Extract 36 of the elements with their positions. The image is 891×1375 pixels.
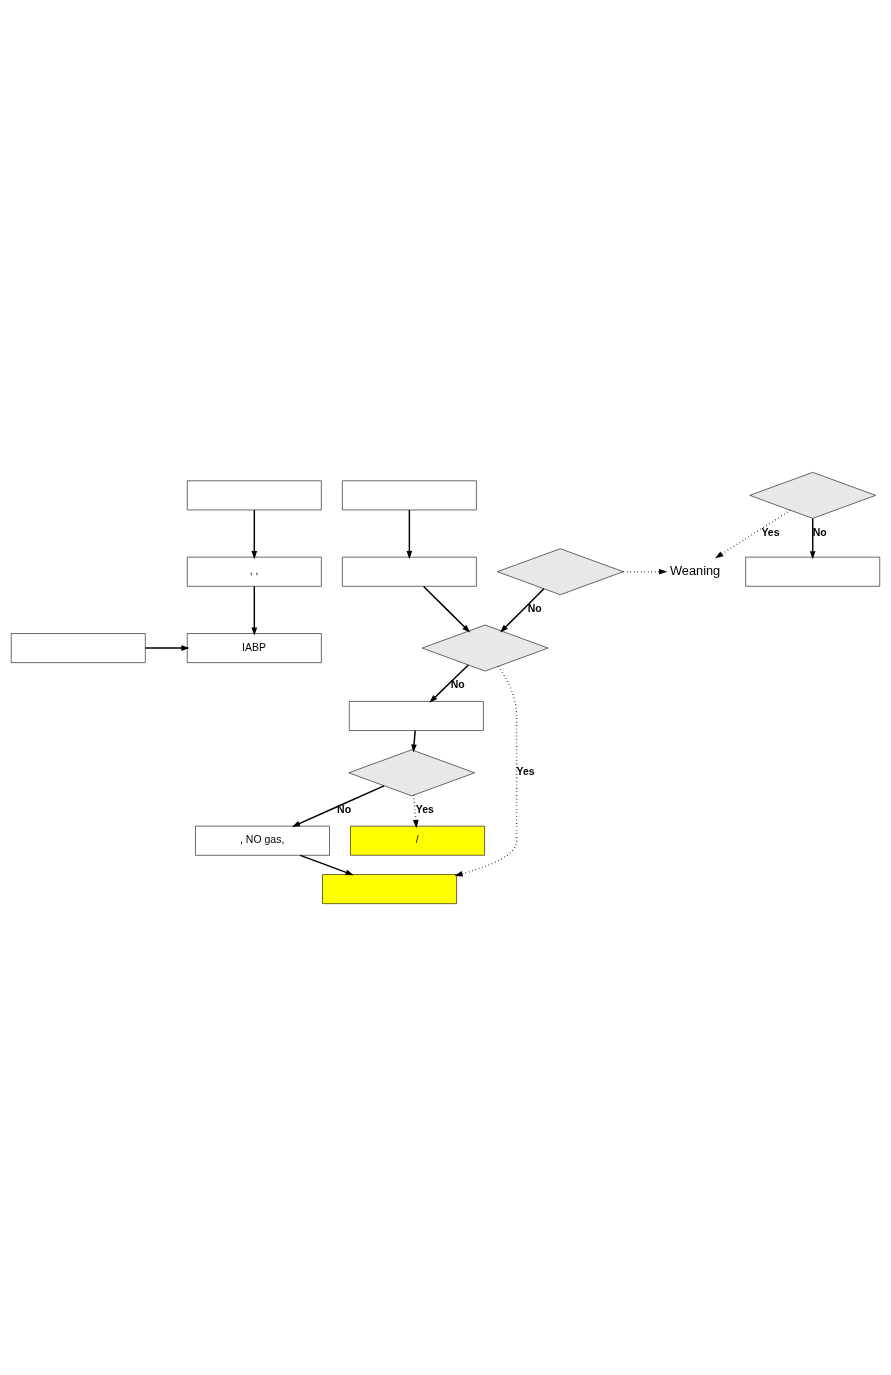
- arrow: [500, 587, 545, 633]
- node-diamond: [749, 471, 876, 519]
- edge-label: No: [812, 526, 827, 538]
- node-text: Weaning: [669, 562, 721, 578]
- node-diamond: [348, 749, 475, 796]
- node-box: [10, 632, 146, 663]
- node-box: [745, 556, 881, 587]
- edge-label: No: [527, 602, 542, 614]
- node-box: [349, 700, 484, 731]
- edge-label: Yes: [761, 526, 780, 538]
- arrow: [299, 854, 354, 875]
- arrow: [412, 794, 419, 828]
- arrow: [422, 585, 471, 633]
- arrow: [406, 508, 413, 559]
- arrow: [429, 663, 470, 703]
- node-diamond: [497, 547, 624, 595]
- edge-label: Yes: [415, 803, 434, 815]
- arrow: [454, 665, 518, 876]
- arrow: [291, 784, 385, 827]
- node-box: , NO gas,: [195, 825, 330, 856]
- edge-label: No: [450, 678, 465, 690]
- arrow: [411, 729, 417, 753]
- edge-label: Yes: [516, 765, 535, 777]
- arrow: [144, 644, 190, 651]
- node-box: [187, 480, 322, 510]
- node-box: IABP: [187, 632, 322, 663]
- node-box: /: [350, 825, 485, 856]
- edge-label: No: [337, 803, 352, 815]
- arrow: [251, 508, 258, 559]
- node-box: [322, 873, 457, 904]
- arrow: [251, 585, 258, 636]
- node-box: [342, 556, 477, 587]
- arrow: [809, 517, 816, 559]
- node-box: , ,: [187, 556, 322, 587]
- arrow: [622, 568, 668, 575]
- node-box: [342, 480, 477, 510]
